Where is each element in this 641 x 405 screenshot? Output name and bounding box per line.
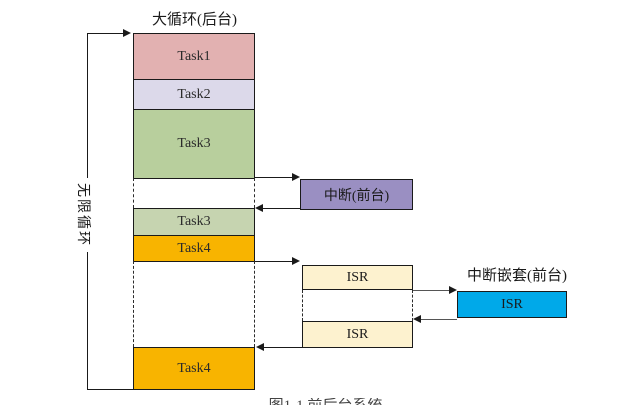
task-block-label: Task1 xyxy=(177,48,211,64)
cropped-caption: 图1-1 前后台系统 xyxy=(228,398,423,405)
task-block-label: Task3 xyxy=(177,136,211,151)
arrow-head-task3-to-interrupt xyxy=(292,173,300,181)
infinite-loop-label: 无限循环 xyxy=(75,183,90,247)
task-block-task4: Task4 xyxy=(133,235,255,262)
interrupt-box-label: 中断(前台) xyxy=(323,188,390,204)
isr-box-label: ISR xyxy=(501,296,523,312)
isr-box-first: ISR xyxy=(302,265,413,290)
arrow-line-task3-to-interrupt xyxy=(255,177,293,178)
arrow-head-into-loop-top xyxy=(123,29,131,37)
isr-box-nested: ISR xyxy=(457,291,567,318)
arrow-head-nested-to-isr xyxy=(413,315,421,323)
task-block-label: Task4 xyxy=(177,360,211,376)
isr-gap-dash-right xyxy=(412,290,413,321)
arrow-head-isr-to-nested xyxy=(449,286,457,294)
task-block-label: Task2 xyxy=(177,86,211,102)
background-loop-title: 大循环(后台) xyxy=(152,12,237,28)
arrow-line-isr-to-nested xyxy=(413,290,450,291)
arrow-head-task4-to-isr xyxy=(292,257,300,265)
isr-box-second: ISR xyxy=(302,321,413,348)
task-block-label: Task4 xyxy=(177,240,211,256)
task-block-label: Task3 xyxy=(177,214,211,229)
arrow-line-interrupt-to-task3 xyxy=(263,208,300,209)
arrow-head-interrupt-to-task3 xyxy=(255,204,263,212)
loop-line-vertical-bottom xyxy=(87,252,88,390)
task-block-task3: Task3 xyxy=(133,109,255,179)
arrow-line-isr-to-task4 xyxy=(264,347,302,348)
isr-box-label: ISR xyxy=(346,269,369,285)
loop-line-vertical-top xyxy=(87,33,88,178)
task-block-task3-resumed: Task3 xyxy=(133,208,255,236)
nested-interrupt-label: 中断嵌套(前台) xyxy=(467,268,567,284)
idle-gap-interrupt xyxy=(133,178,255,208)
arrow-line-task4-to-isr xyxy=(255,261,293,262)
task-block-task1: Task1 xyxy=(133,33,255,80)
arrow-head-isr-to-task4 xyxy=(256,343,264,351)
idle-gap-isr xyxy=(133,261,255,347)
isr-gap-dash-left xyxy=(302,290,303,321)
task-block-task2: Task2 xyxy=(133,79,255,110)
isr-box-label: ISR xyxy=(346,326,369,342)
loop-line-top xyxy=(87,33,124,34)
arrow-line-nested-to-isr xyxy=(421,319,457,320)
interrupt-box: 中断(前台) xyxy=(300,179,413,210)
loop-line-bottom xyxy=(87,389,133,390)
task-block-task4-resumed: Task4 xyxy=(133,347,255,390)
